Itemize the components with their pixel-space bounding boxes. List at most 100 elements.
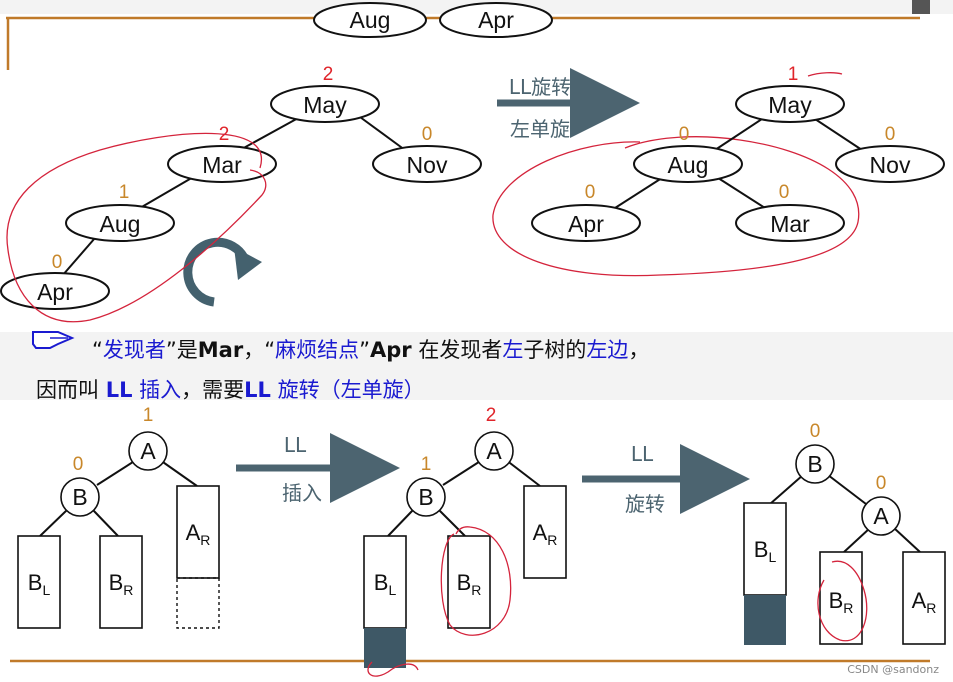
rotate-icon <box>183 237 262 307</box>
description-line-2: 因而叫 LL 插入，需要LL 旋转（左单旋） <box>36 378 425 402</box>
svg-text:LL: LL <box>284 433 307 457</box>
node-b-2: B 1 <box>406 454 446 517</box>
svg-text:Nov: Nov <box>407 152 448 178</box>
diagram-before-insert: A 1 B 0 BL BR AR <box>17 405 220 629</box>
svg-text:Aug: Aug <box>350 7 391 33</box>
node-b-1: B 0 <box>60 454 100 517</box>
node-a-2: A 2 <box>474 405 514 471</box>
node-a-1: A 1 <box>128 405 168 471</box>
red-annotation-loop-left <box>6 132 267 323</box>
bf-a-3: 0 <box>876 473 887 494</box>
svg-text:May: May <box>303 92 347 118</box>
edge-may-nov-after <box>811 116 863 151</box>
red-circle-br-2 <box>440 526 512 636</box>
svg-text:B: B <box>418 484 433 510</box>
svg-text:Aug: Aug <box>100 211 141 237</box>
svg-text:A: A <box>140 438 156 464</box>
svg-text:BL: BL <box>754 537 777 565</box>
node-b-3: B 0 <box>795 421 835 484</box>
bf-b-3: 0 <box>810 421 821 442</box>
bf-aug-after: 0 <box>679 124 690 145</box>
red-annotation-tick <box>807 72 843 77</box>
diagram-after-rotate: B 0 A 0 BL BR AR <box>743 421 946 645</box>
arrow-ll-rotate-bottom: LL 旋转 <box>582 442 750 516</box>
svg-text:Apr: Apr <box>478 7 514 33</box>
subtree-ar-2: AR <box>523 485 567 579</box>
red-annotation-loop-right <box>492 136 860 277</box>
discoverer-value: Mar <box>197 338 244 362</box>
bf-may-after: 1 <box>788 64 799 85</box>
edge-aug-apr <box>61 237 96 277</box>
seq-node-apr: Apr <box>439 2 553 38</box>
svg-text:Aug: Aug <box>668 152 709 178</box>
subtree-bl-2: BL <box>363 535 407 668</box>
svg-text:BL: BL <box>28 570 51 598</box>
node-a-3: A 0 <box>861 473 901 536</box>
svg-text:Nov: Nov <box>870 152 911 178</box>
subtree-br-1: BR <box>99 535 143 629</box>
svg-text:旋转: 旋转 <box>625 492 665 516</box>
node-apr-after: Apr 0 <box>531 182 641 242</box>
red-scribble-bl-2 <box>367 661 419 677</box>
node-nov-after: Nov 0 <box>835 124 945 183</box>
subtree-ar-3: AR <box>902 551 946 645</box>
top-panel <box>0 14 953 332</box>
seq-node-aug: Aug <box>313 2 427 38</box>
node-aug: Aug 1 <box>65 182 175 242</box>
bf-b-2: 1 <box>421 454 432 475</box>
watermark: CSDN @sandonz <box>847 663 939 676</box>
diagram-after-insert: A 2 B 1 BL BR AR <box>363 405 567 677</box>
svg-text:A: A <box>873 503 889 529</box>
edge-may-nov <box>359 116 406 151</box>
edge-aug-mar-after <box>714 175 766 209</box>
svg-text:BL: BL <box>374 570 397 598</box>
svg-text:LL旋转: LL旋转 <box>509 75 571 99</box>
edge-aug-apr-after <box>614 175 666 209</box>
svg-text:Apr: Apr <box>37 279 73 305</box>
corner-widget <box>912 0 930 14</box>
pointing-hand-icon <box>32 331 75 349</box>
edge-may-aug <box>714 116 766 151</box>
bf-nov: 0 <box>422 124 433 145</box>
tree-after: May 1 Aug 0 Nov 0 Apr 0 Mar 0 <box>531 64 945 242</box>
subtree-ar-1: AR <box>176 485 220 629</box>
bf-apr-after: 0 <box>585 182 596 203</box>
edge-mar-aug <box>139 175 196 209</box>
red-circle-br-3 <box>817 560 868 642</box>
subtree-bl-1: BL <box>17 535 61 629</box>
description-line-1: “发现者”是Mar，“麻烦结点”Apr 在发现者左子树的左边， <box>92 338 650 362</box>
moved-node-block <box>744 595 786 645</box>
svg-text:插入: 插入 <box>282 481 322 505</box>
bf-apr: 0 <box>52 252 63 273</box>
node-may: May 2 <box>270 64 380 123</box>
tree-before: May 2 Mar 2 Nov 0 Aug 1 Apr 0 <box>0 64 482 310</box>
svg-text:B: B <box>72 484 87 510</box>
node-nov: Nov 0 <box>372 124 482 183</box>
bf-aug: 1 <box>119 182 130 203</box>
svg-text:A: A <box>486 438 502 464</box>
svg-text:Mar: Mar <box>202 152 242 178</box>
svg-text:Apr: Apr <box>568 211 604 237</box>
svg-text:AR: AR <box>186 520 211 548</box>
edge-may-mar <box>239 116 301 151</box>
node-may-after: May 1 <box>735 64 845 123</box>
bf-may: 2 <box>323 64 334 85</box>
svg-text:LL: LL <box>631 442 654 466</box>
subtree-bl-3: BL <box>743 502 787 645</box>
svg-text:AR: AR <box>912 588 937 616</box>
subtree-br-2: BR <box>447 535 491 629</box>
svg-text:BR: BR <box>109 570 134 598</box>
subtree-br-3: BR <box>819 551 863 645</box>
bf-b-1: 0 <box>73 454 84 475</box>
node-aug-after: Aug 0 <box>633 124 743 183</box>
bf-a-1: 1 <box>143 405 154 426</box>
svg-text:Mar: Mar <box>770 211 810 237</box>
inserted-node-block <box>364 628 406 668</box>
svg-text:AR: AR <box>533 520 558 548</box>
bf-mar-after: 0 <box>779 182 790 203</box>
bf-nov-after: 0 <box>885 124 896 145</box>
svg-text:BR: BR <box>829 588 854 616</box>
node-mar-after: Mar 0 <box>735 182 845 242</box>
